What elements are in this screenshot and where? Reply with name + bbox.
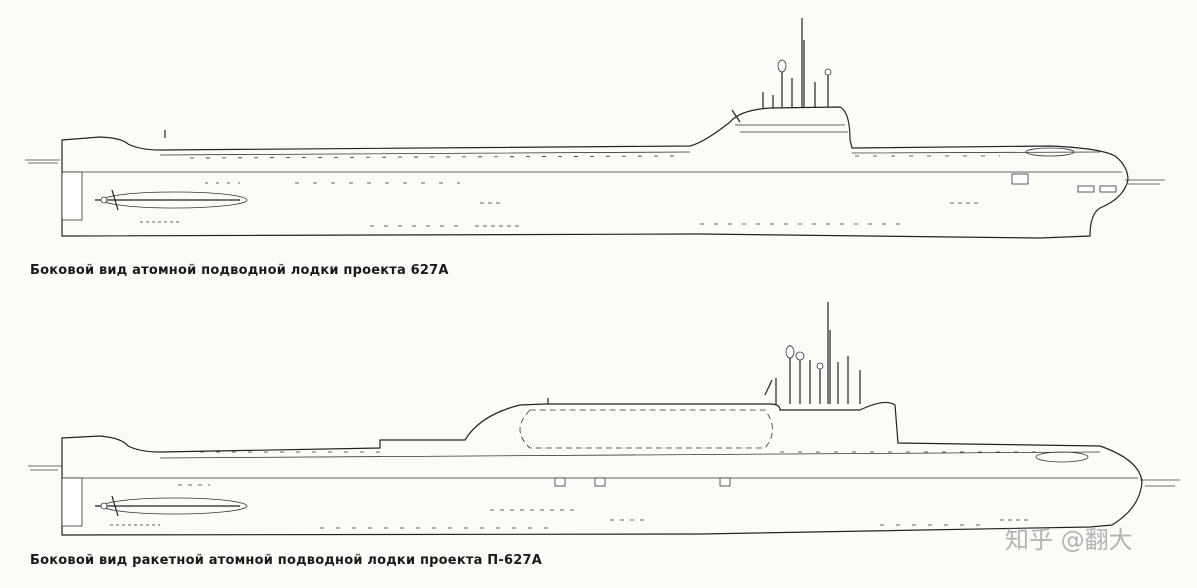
hull-p627a xyxy=(61,401,1143,536)
caption-p627a: Боковой вид ракетной атомной подводной л… xyxy=(30,553,542,568)
waterline-2 xyxy=(28,465,1180,487)
portholes-row-1 xyxy=(140,155,1000,227)
waterline-1 xyxy=(25,159,1165,185)
submarine-p627a xyxy=(28,302,1180,536)
watermark: 知乎 @翻大 xyxy=(1005,526,1133,554)
submarine-627a xyxy=(25,18,1165,239)
hull-627a xyxy=(61,106,1129,239)
portholes-row-2 xyxy=(110,451,1050,529)
caption-627a: Боковой вид атомной подводной лодки прое… xyxy=(30,263,449,278)
